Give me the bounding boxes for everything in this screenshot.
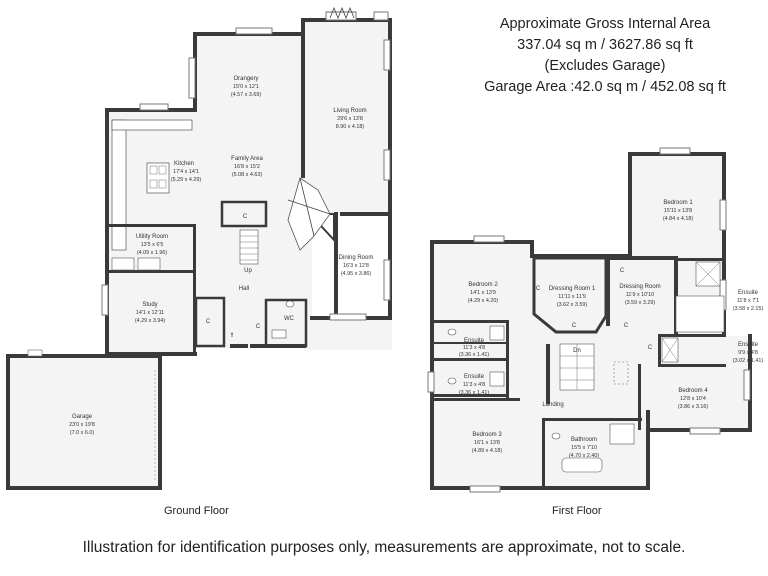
disclaimer-text: Illustration for identification purposes… xyxy=(82,539,686,556)
garage-metric: (7.0 x 6.0) xyxy=(70,430,94,436)
garage-name: Garage xyxy=(72,414,93,420)
wc-label: WC xyxy=(284,316,295,322)
ground-floor-plan xyxy=(6,6,392,490)
area-summary: Approximate Gross Internal Area 337.04 s… xyxy=(440,14,768,98)
dressing-room-imperial: 11'9 x 10'10 xyxy=(626,292,654,298)
utility-room-outline xyxy=(105,224,196,272)
cupboard-label: C xyxy=(648,345,653,351)
ensuite-1-metric: (3.58 x 2.15) xyxy=(733,306,763,312)
cupboard-label: C xyxy=(206,319,211,325)
bedroom-4-metric: (3.86 x 3.16) xyxy=(678,404,708,410)
utility-room-name: Utility Room xyxy=(136,234,168,240)
first-floor-plan xyxy=(427,147,752,493)
garage-imperial: 23'0 x 19'8 xyxy=(69,422,95,428)
bathroom-metric: (4.70 x 2.40) xyxy=(569,453,599,459)
garage-outline xyxy=(6,349,162,490)
bedroom-3-name: Bedroom 3 xyxy=(472,432,502,438)
bathroom-imperial: 15'5 x 7'10 xyxy=(571,445,597,451)
kitchen-metric: (5.29 x 4.29) xyxy=(171,177,201,183)
bedroom-2-metric: (4.29 x 4.20) xyxy=(468,298,498,304)
stairs-up-label: Up xyxy=(244,268,252,274)
hall-label: Hall xyxy=(239,286,249,292)
orangery-name: Orangery xyxy=(233,76,258,82)
family-area-imperial: 16'8 x 15'2 xyxy=(234,164,260,170)
cupboard-label: C xyxy=(536,286,541,292)
gross-area-value: 337.04 sq m / 3627.86 sq ft xyxy=(517,37,693,53)
bedroom-2-imperial: 14'1 x 13'9 xyxy=(470,290,496,296)
ensuite-2-name: Ensuite xyxy=(738,342,759,348)
family-area-name: Family Area xyxy=(231,156,263,162)
study-imperial: 14'1 x 12'11 xyxy=(136,310,164,316)
kitchen-name: Kitchen xyxy=(174,161,194,167)
bedroom-4-imperial: 12'8 x 10'4 xyxy=(680,396,706,402)
cupboard-label: C xyxy=(572,323,577,329)
landing-label: Landing xyxy=(542,402,563,408)
entrance-arrow: ⇑ xyxy=(229,332,234,339)
room-labels: Orangery 15'0 x 12'1 (4.57 x 3.69) Livin… xyxy=(69,76,763,459)
family-area-metric: (5.08 x 4.63) xyxy=(232,172,262,178)
cupboard-label: C xyxy=(624,323,629,329)
dressing-room-1-imperial: 11'11 x 11'9 xyxy=(558,294,586,300)
ensuite-2-metric: (3.02 x 1.41) xyxy=(733,358,763,364)
living-room-metric: 8.90 x 4.18) xyxy=(336,124,365,130)
cupboard-label: C xyxy=(256,324,261,330)
hall-outline xyxy=(194,177,335,348)
ensuite-1-imperial: 11'8 x 7'1 xyxy=(737,298,759,304)
living-room-outline xyxy=(301,6,392,216)
dining-room-outline xyxy=(310,212,392,321)
bedroom-4-name: Bedroom 4 xyxy=(678,388,708,394)
bedroom-3-metric: (4.89 x 4.18) xyxy=(472,448,502,454)
area-heading: Approximate Gross Internal Area xyxy=(499,16,711,32)
ensuite-4-imperial: 11'3 x 4'8 xyxy=(463,382,485,388)
cupboard-label: C xyxy=(620,268,625,274)
garage-excluded-note: (Excludes Garage) xyxy=(544,58,666,74)
study-outline xyxy=(101,270,197,356)
dining-room-metric: (4.95 x 3.86) xyxy=(341,271,371,277)
dining-room-name: Dining Room xyxy=(339,255,374,261)
stairs-down-label: Dn xyxy=(573,348,581,354)
utility-room-metric: (4.09 x 1.96) xyxy=(137,250,167,256)
ensuite-4-metric: (3.36 x 1.41) xyxy=(459,390,489,396)
bedroom-1-imperial: 15'11 x 13'8 xyxy=(664,208,692,214)
living-room-imperial: 29'6 x 13'8 xyxy=(337,116,363,122)
kitchen-family-outline xyxy=(105,18,305,273)
bedroom-1-metric: (4.84 x 4.18) xyxy=(663,216,693,222)
dressing-room-1-name: Dressing Room 1 xyxy=(549,286,596,292)
study-name: Study xyxy=(142,302,157,308)
ensuite-3-name: Ensuite xyxy=(464,338,485,344)
orangery-imperial: 15'0 x 12'1 xyxy=(233,84,259,90)
first-floor-label: First Floor xyxy=(552,505,602,517)
bedroom-3-imperial: 16'1 x 13'8 xyxy=(474,440,500,446)
bathroom-name: Bathroom xyxy=(571,437,597,443)
garage-area-value: Garage Area :42.0 sq m / 452.08 sq ft xyxy=(484,79,726,95)
dressing-room-1-metric: (3.62 x 3.59) xyxy=(557,302,587,308)
dressing-room-metric: (3.59 x 3.29) xyxy=(625,300,655,306)
living-room-name: Living Room xyxy=(333,108,366,114)
ensuite-3-imperial: 11'3 x 4'8 xyxy=(463,345,485,351)
ensuite-3-metric: (3.36 x 1.41) xyxy=(459,352,489,358)
bedroom-1-name: Bedroom 1 xyxy=(663,200,693,206)
utility-room-imperial: 13'5 x 6'5 xyxy=(141,242,164,248)
cupboard-label: C xyxy=(243,214,248,220)
ensuite-4-name: Ensuite xyxy=(464,374,485,380)
ensuite-2-imperial: 9'9 x 4'8 xyxy=(738,350,758,356)
kitchen-imperial: 17'4 x 14'1 xyxy=(173,169,199,175)
study-metric: (4.29 x 3.94) xyxy=(135,318,165,324)
orangery-metric: (4.57 x 3.69) xyxy=(231,92,261,98)
bedroom-2-name: Bedroom 2 xyxy=(468,282,498,288)
ensuite-1-name: Ensuite xyxy=(738,290,759,296)
ground-floor-label: Ground Floor xyxy=(164,505,229,517)
dressing-room-name: Dressing Room xyxy=(619,284,660,290)
dining-room-imperial: 16'3 x 12'8 xyxy=(343,263,369,269)
